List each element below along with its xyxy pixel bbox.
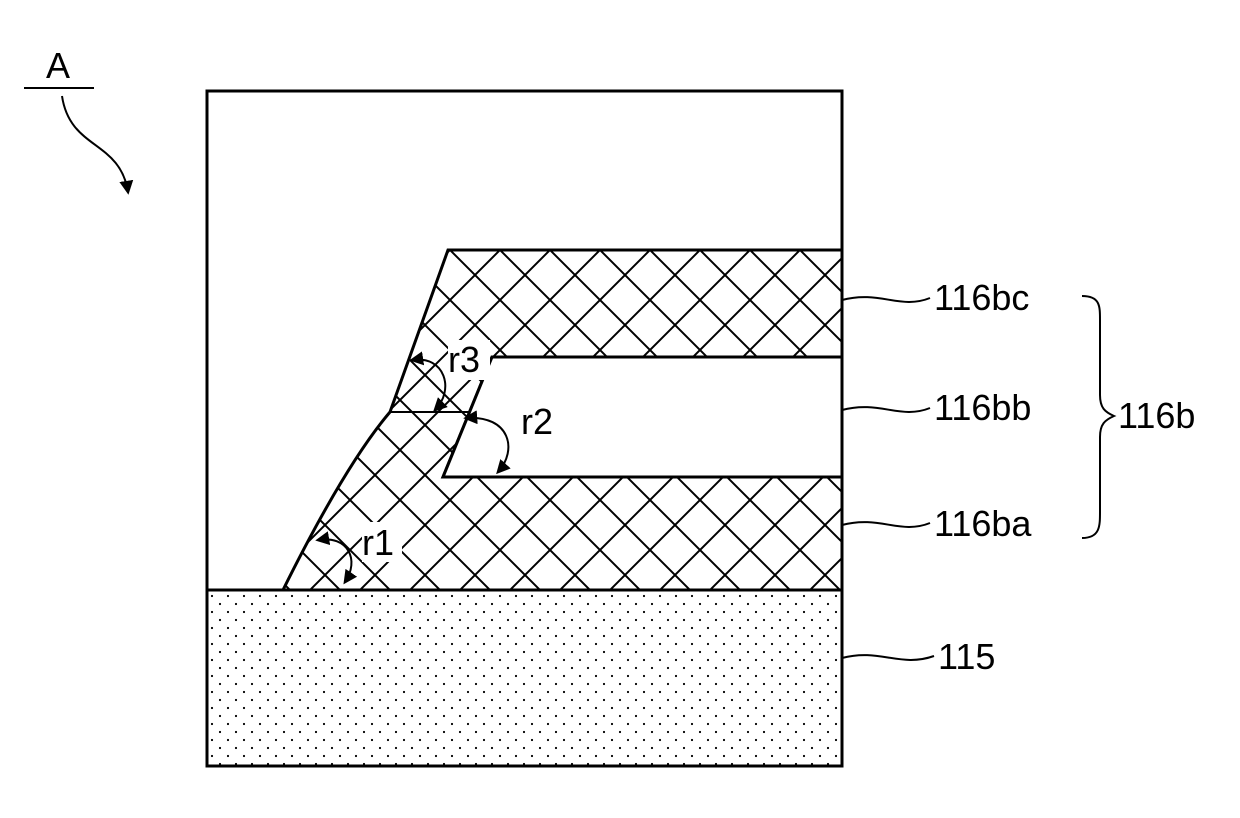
figure-pointer-arrow bbox=[62, 96, 128, 192]
layer-116bb bbox=[443, 357, 842, 477]
angle-label-r3: r3 bbox=[448, 339, 480, 380]
figure-label: A bbox=[46, 45, 70, 86]
label-115: 115 bbox=[938, 636, 995, 677]
label-116bb: 116bb bbox=[934, 387, 1031, 428]
leader-115 bbox=[842, 655, 934, 660]
angle-label-r1: r1 bbox=[362, 522, 394, 563]
label-116bc: 116bc bbox=[934, 277, 1029, 318]
label-116b: 116b bbox=[1118, 395, 1195, 436]
leader-116bb bbox=[842, 407, 930, 412]
label-116ba: 116ba bbox=[934, 503, 1032, 544]
leader-116bc bbox=[842, 297, 930, 302]
angle-label-r2: r2 bbox=[521, 401, 553, 442]
substrate-115 bbox=[207, 590, 842, 766]
leader-116ba bbox=[842, 522, 930, 527]
group-brace bbox=[1082, 296, 1114, 538]
